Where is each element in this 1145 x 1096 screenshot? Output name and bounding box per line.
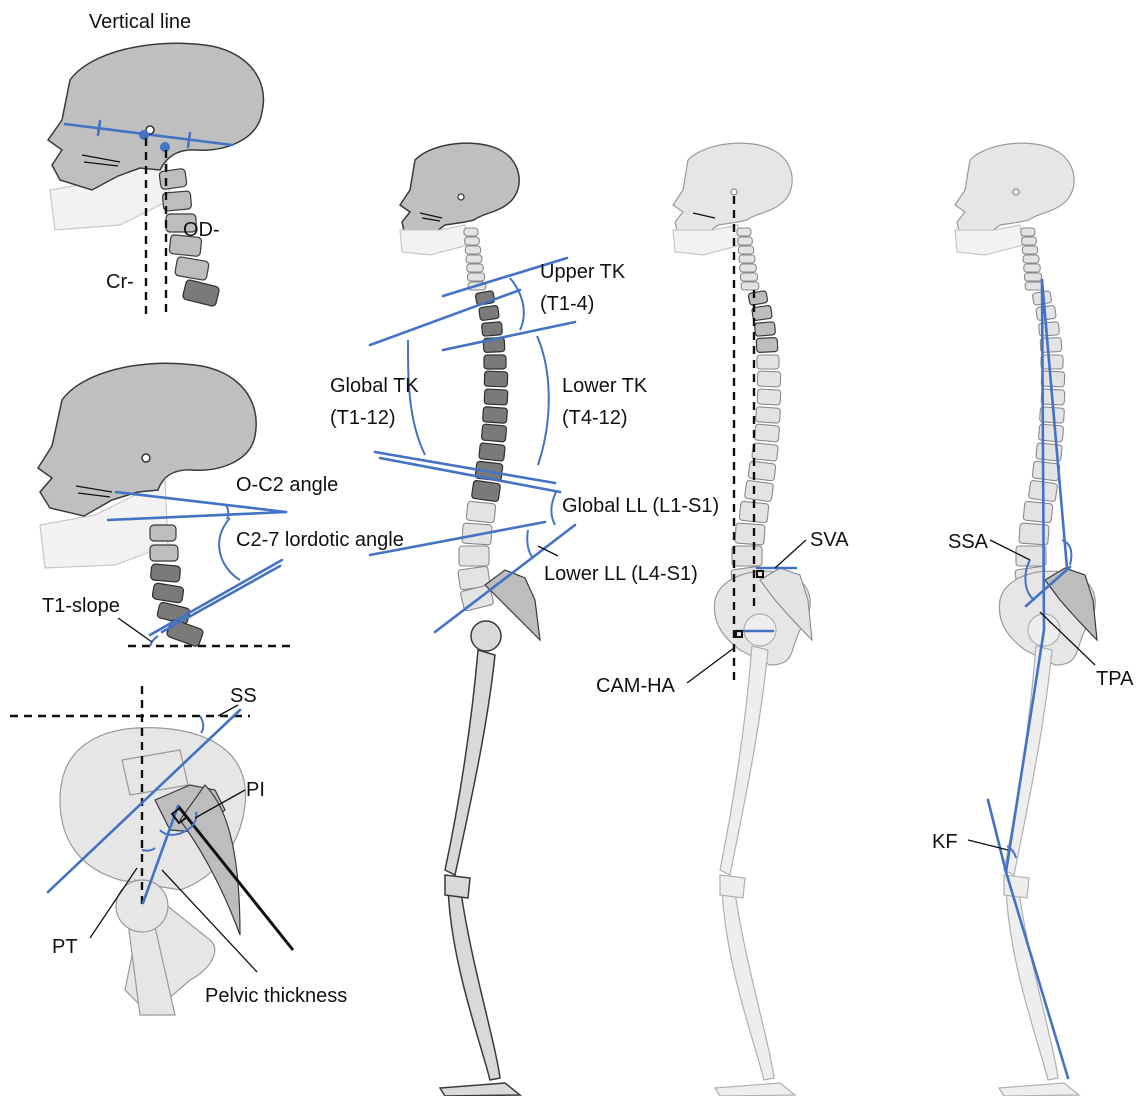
vertebra xyxy=(479,443,506,462)
t4-endplate-line-d xyxy=(443,322,575,350)
label-pt: PT xyxy=(52,936,78,958)
vertebra xyxy=(732,546,762,566)
label-vertical-line: Vertical line xyxy=(89,11,191,33)
vertebra xyxy=(754,322,775,337)
label-cr: Cr- xyxy=(106,271,134,293)
vertebra xyxy=(1041,355,1063,369)
vertebra xyxy=(1022,237,1037,245)
vertebra xyxy=(1041,371,1065,387)
vertebra xyxy=(465,246,480,254)
vertebra xyxy=(481,424,506,442)
spine-d xyxy=(458,228,508,611)
femur-e xyxy=(720,646,768,875)
spine-e xyxy=(731,228,781,611)
vertebra xyxy=(1032,461,1060,481)
vertebra xyxy=(1023,255,1039,263)
vertebra xyxy=(484,389,508,405)
vertebra xyxy=(1021,228,1035,236)
vertebra xyxy=(739,255,755,263)
vertebra xyxy=(738,246,753,254)
tibia-d xyxy=(448,885,500,1080)
tibia-e xyxy=(722,885,774,1080)
tibia-f xyxy=(1006,885,1058,1080)
vertebra xyxy=(481,322,502,337)
vertebra xyxy=(459,546,489,566)
vertebra xyxy=(756,407,781,424)
vertebra xyxy=(757,389,781,405)
vertebra xyxy=(737,228,751,236)
label-upper-tk: Upper TK xyxy=(540,261,626,283)
femur-d xyxy=(445,650,495,875)
label-ss: SS xyxy=(230,685,257,707)
vertebra xyxy=(738,237,753,245)
vertebra xyxy=(466,501,496,523)
femoral-head-d xyxy=(471,621,501,651)
vertebra xyxy=(748,291,768,306)
vertebra xyxy=(1025,273,1042,281)
vertebra xyxy=(467,264,483,272)
label-c2-7-lordotic: C2-7 lordotic angle xyxy=(236,529,404,551)
label-sva: SVA xyxy=(810,529,849,551)
label-global-ll: Global LL (L1-S1) xyxy=(562,495,719,517)
label-o-c2-angle: O-C2 angle xyxy=(236,474,338,496)
vertebra xyxy=(483,407,508,424)
panel-skull-vertical-line: Vertical line OD- Cr- xyxy=(48,11,263,316)
vertebra xyxy=(484,355,506,369)
t12-endplate-line xyxy=(375,452,555,483)
label-t1-slope: T1-slope xyxy=(42,595,120,617)
label-ssa: SSA xyxy=(948,531,989,553)
vertebra xyxy=(1025,282,1043,290)
vertebra xyxy=(754,424,779,442)
vertebra xyxy=(471,480,500,502)
label-lower-tk: Lower TK xyxy=(562,375,648,397)
panel-ssa-tpa-kf: SSA TPA KF xyxy=(932,143,1134,1096)
vertebra xyxy=(1024,264,1040,272)
label-lower-tk-range: (T4-12) xyxy=(562,407,628,429)
vertebra xyxy=(756,337,778,352)
vertebra xyxy=(735,523,765,545)
panel-pelvic-parameters: SS PI PT Pelvic thickness xyxy=(10,685,347,1015)
vertebra xyxy=(465,237,480,245)
cranial-center-dot xyxy=(139,130,149,140)
femur-axis-extension xyxy=(988,800,1006,872)
label-cam-ha: CAM-HA xyxy=(596,675,676,697)
label-kf: KF xyxy=(932,831,958,853)
label-global-tk: Global TK xyxy=(330,375,419,397)
vertebra xyxy=(479,305,500,321)
vertebra xyxy=(748,461,776,481)
label-global-tk-range: (T1-12) xyxy=(330,407,396,429)
panel-thoracolumbar-curves: Upper TK (T1-4) Global TK (T1-12) Lower … xyxy=(330,143,719,1096)
panel-sva-cam-ha: SVA CAM-HA xyxy=(596,143,849,1096)
label-tpa: TPA xyxy=(1096,668,1134,690)
vertebra xyxy=(1016,546,1046,566)
vertebra xyxy=(466,255,482,263)
label-pi: PI xyxy=(246,779,265,801)
vertebra xyxy=(740,264,756,272)
label-pelvic-thickness: Pelvic thickness xyxy=(205,985,347,1007)
spine-f xyxy=(1015,228,1065,611)
vertebra xyxy=(468,273,485,281)
vertebra xyxy=(1023,501,1053,523)
skull-a xyxy=(48,43,263,190)
vertebra xyxy=(741,273,758,281)
vertebra xyxy=(744,480,773,502)
vertebra xyxy=(757,371,781,387)
vertebra xyxy=(741,282,759,290)
label-lower-ll: Lower LL (L4-S1) xyxy=(544,563,698,585)
vertebra xyxy=(1022,246,1037,254)
vertebra xyxy=(752,443,779,462)
vertebra xyxy=(484,371,508,387)
label-upper-tk-range: (T1-4) xyxy=(540,293,594,315)
vertebra xyxy=(757,355,779,369)
vertebra xyxy=(464,228,478,236)
knee-to-ankle-line xyxy=(1006,872,1068,1078)
panel-cervical-angles: O-C2 angle C2-7 lordotic angle T1-slope xyxy=(38,363,404,647)
label-od: OD- xyxy=(183,219,220,241)
